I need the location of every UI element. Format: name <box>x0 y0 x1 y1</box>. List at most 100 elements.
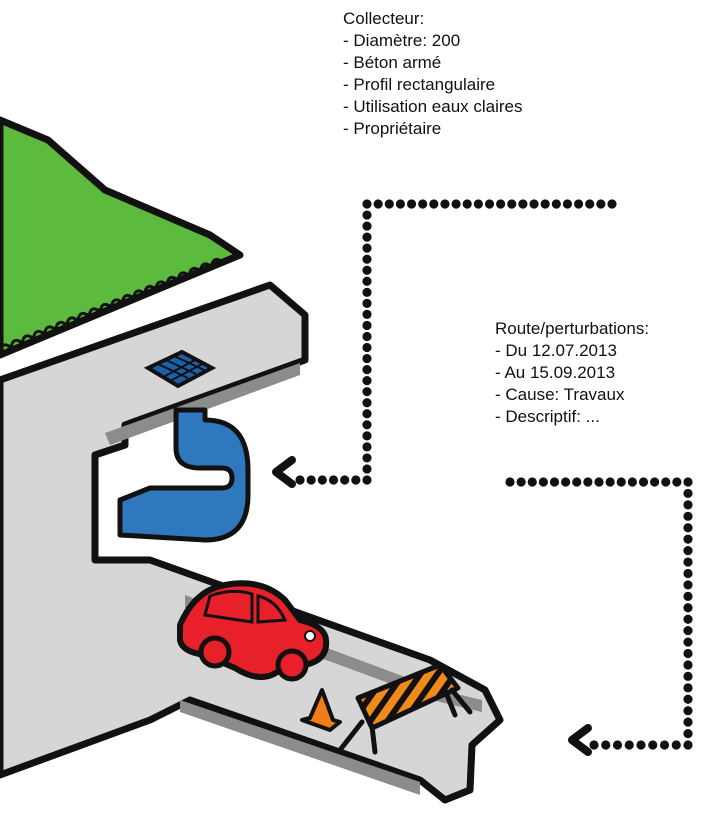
connector-dot <box>585 199 595 209</box>
connector-dot <box>362 221 372 231</box>
connector-dot <box>659 740 670 750</box>
connector-dot <box>295 475 305 485</box>
connector-dot <box>549 477 560 487</box>
connector-dot <box>683 648 693 659</box>
connector-dot <box>518 199 528 209</box>
chevron-left-icon <box>568 724 592 756</box>
connector-dot <box>596 199 606 209</box>
collecteur-line: - Profil rectangulaire <box>343 75 496 94</box>
collecteur-line: - Béton armé <box>343 53 442 72</box>
connector-dot <box>516 477 526 487</box>
connector-dot <box>624 740 634 750</box>
connector-dot <box>362 287 372 297</box>
connector-dot <box>683 671 693 681</box>
connector-dot <box>683 626 693 636</box>
connector-dot <box>317 475 327 485</box>
connector-dot <box>683 488 693 499</box>
connector-dot <box>562 199 573 209</box>
connector-dot <box>683 660 693 670</box>
route-line: - Au 15.09.2013 <box>495 363 616 382</box>
connector-dot <box>573 199 584 209</box>
connector-dot <box>362 254 372 264</box>
connector-dot <box>362 276 372 286</box>
connector-dot <box>362 387 372 397</box>
roadwork-barrier-icon <box>337 662 473 755</box>
connector-dot <box>362 342 372 353</box>
connector-dot <box>594 477 604 487</box>
connector-dot <box>605 477 615 487</box>
connector-dot <box>529 199 539 209</box>
connector-dot <box>683 694 693 704</box>
connector-dot <box>616 477 626 487</box>
connector-dot <box>648 740 658 750</box>
connector-dot <box>583 477 593 487</box>
connector-dot <box>395 199 406 209</box>
connector-dot <box>496 199 506 209</box>
chevron-left-icon <box>272 456 296 488</box>
connector-dot <box>306 475 316 485</box>
route-line: - Du 12.07.2013 <box>495 341 617 360</box>
connector-dot <box>362 309 372 319</box>
connector-dot <box>328 475 339 485</box>
connector-dot <box>607 199 617 209</box>
connector-dot <box>362 298 372 308</box>
connector-dot <box>683 683 693 693</box>
connector-dot <box>683 511 693 521</box>
connector-dot <box>362 453 372 463</box>
route-annotation: Route/perturbations: - Du 12.07.2013 - A… <box>495 318 649 428</box>
connector-dot <box>683 523 693 533</box>
connector-dot <box>362 365 372 375</box>
sewer-pipe-icon <box>117 407 251 543</box>
connector-dot <box>418 199 428 209</box>
connector-dot <box>551 199 561 209</box>
connector-dot <box>362 431 372 441</box>
connector-dot <box>373 199 383 209</box>
connector-dot <box>362 420 372 430</box>
route-line: - Descriptif: ... <box>495 407 600 426</box>
sidewalk-block <box>0 281 504 804</box>
connector-dot <box>572 477 582 487</box>
connector-dot <box>650 477 660 487</box>
connector-dot <box>440 199 450 209</box>
collecteur-line: - Utilisation eaux claires <box>343 97 523 116</box>
connector-dot <box>683 546 693 556</box>
connector-dot <box>683 637 693 647</box>
connector-dot <box>683 568 693 579</box>
connector-dot <box>636 740 646 750</box>
connector-collecteur <box>272 199 617 488</box>
connector-dot <box>429 199 439 209</box>
connector-dot <box>683 477 693 487</box>
connector-dot <box>362 353 372 364</box>
connector-dot <box>507 199 517 209</box>
connector-dot <box>484 199 495 209</box>
grass-area <box>0 116 244 359</box>
connector-dot <box>589 740 599 750</box>
connector-dot <box>340 475 350 485</box>
connector-dot <box>473 199 483 209</box>
connector-dot <box>406 199 417 209</box>
connector-dot <box>683 614 693 624</box>
connector-dot <box>683 534 693 544</box>
connector-dot <box>362 442 372 452</box>
connector-dot <box>540 199 550 209</box>
connector-dot <box>601 740 611 750</box>
connector-dot <box>683 728 693 739</box>
connector-dot <box>683 706 693 716</box>
connector-dot <box>627 477 637 487</box>
connector-dot <box>362 320 372 331</box>
traffic-cone-icon <box>300 688 342 732</box>
connector-dot <box>362 199 372 209</box>
connector-dot <box>527 477 537 487</box>
connector-dot <box>362 331 372 342</box>
connector-dot <box>451 199 461 209</box>
connector-dot <box>683 603 693 613</box>
collecteur-line: - Diamètre: 200 <box>343 31 461 50</box>
connector-dot <box>505 477 515 487</box>
connector-dot <box>362 376 372 386</box>
connector-dot <box>351 475 361 485</box>
connector-dot <box>362 409 372 419</box>
connector-dot <box>362 243 372 253</box>
connector-dot <box>362 232 372 242</box>
connector-dot <box>538 477 548 487</box>
